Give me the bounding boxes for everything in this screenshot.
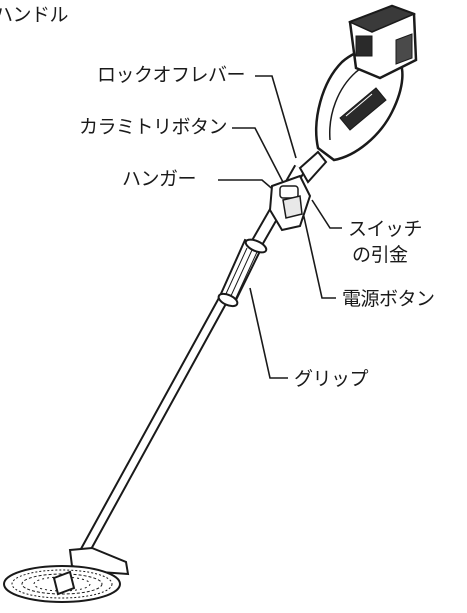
leader-switch-trigger bbox=[311, 199, 342, 229]
label-lock-off-lever: ロックオフレバー bbox=[97, 64, 246, 86]
label-grip: グリップ bbox=[294, 368, 369, 390]
leader-power-button bbox=[301, 207, 336, 299]
upper-tube bbox=[298, 150, 328, 184]
battery bbox=[348, 4, 418, 80]
cutter-head bbox=[3, 546, 130, 603]
label-switch-trigger-line1: スイッチ bbox=[348, 218, 423, 240]
leader-hanger bbox=[218, 179, 277, 193]
leader-lines bbox=[218, 75, 342, 379]
label-power-button: 電源ボタン bbox=[342, 288, 435, 310]
hanger-block bbox=[268, 174, 312, 232]
leader-lock-off-lever bbox=[255, 75, 297, 159]
label-switch-trigger-line2: の引金 bbox=[352, 244, 408, 266]
leader-loosen-button bbox=[232, 127, 287, 189]
leader-grip bbox=[249, 287, 288, 379]
label-handle: ハンドル bbox=[0, 4, 69, 26]
label-hanger: ハンガー bbox=[122, 168, 197, 190]
grip bbox=[217, 238, 268, 308]
label-loosen-button: カラミトリボタン bbox=[79, 116, 228, 138]
